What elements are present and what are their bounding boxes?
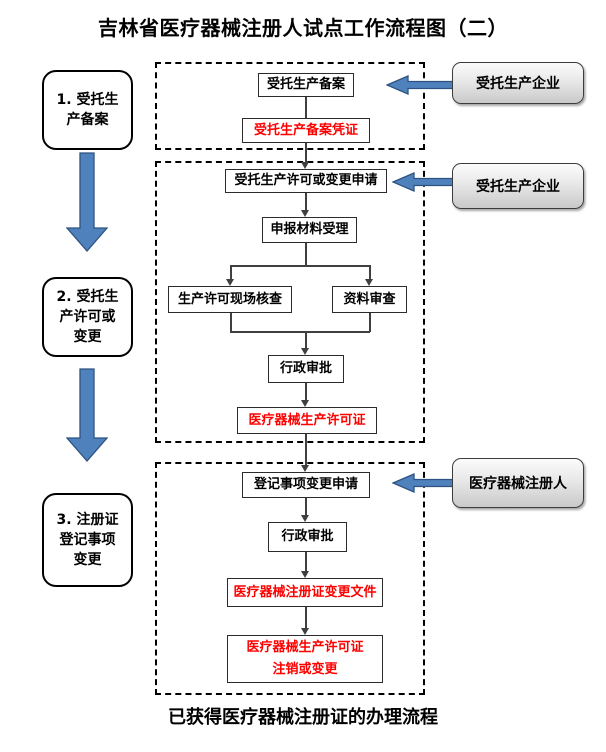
arrowhead-down-icon <box>301 465 309 472</box>
actor-label: 受托生产企业 <box>476 179 560 195</box>
stage-box-1-label: 1. 受托生 产备案 <box>56 91 119 128</box>
connector-line <box>305 383 307 400</box>
actor-box-device-registrant: 医疗器械注册人 <box>452 458 584 508</box>
connector-line <box>305 97 307 118</box>
actor-label: 医疗器械注册人 <box>469 476 567 492</box>
down-block-arrow-icon <box>66 368 108 462</box>
stage-box-3: 3. 注册证 登记事项 变更 <box>42 493 133 587</box>
arrowhead-down-icon <box>301 348 309 355</box>
node-administrative-approval-2: 行政审批 <box>268 522 347 552</box>
connector-line <box>305 498 307 515</box>
arrowhead-down-icon <box>301 571 309 578</box>
connector-line <box>369 265 371 279</box>
connector-line <box>230 265 370 267</box>
left-block-arrow-icon <box>392 473 454 493</box>
connector-line <box>230 331 370 333</box>
footer-caption: 已获得医疗器械注册证的办理流程 <box>168 707 438 728</box>
actor-box-entrusted-manufacturer-1: 受托生产企业 <box>452 62 584 104</box>
actor-box-entrusted-manufacturer-2: 受托生产企业 <box>452 163 584 209</box>
connector-line <box>305 434 307 465</box>
node-site-inspection: 生产许可现场核查 <box>168 286 292 313</box>
left-block-arrow-icon <box>392 172 454 192</box>
arrowhead-down-icon <box>226 279 234 286</box>
arrowhead-down-icon <box>301 400 309 407</box>
connector-line <box>305 552 307 571</box>
node-registration-change-document: 医疗器械注册证变更文件 <box>227 578 383 607</box>
stage-box-2: 2. 受托生 产许可或 变更 <box>42 277 133 357</box>
arrowhead-down-icon <box>301 210 309 217</box>
stage-box-3-label: 3. 注册证 登记事项 变更 <box>56 511 119 569</box>
stage-box-1: 1. 受托生 产备案 <box>42 70 133 150</box>
actor-label: 受托生产企业 <box>476 76 560 92</box>
connector-line <box>230 265 232 279</box>
connector-line <box>230 313 232 332</box>
section-3-dashed-frame <box>155 462 425 695</box>
connector-line <box>305 331 307 348</box>
down-block-arrow-icon <box>66 152 108 252</box>
arrowhead-down-icon <box>365 279 373 286</box>
node-material-acceptance: 申报材料受理 <box>262 217 357 243</box>
connector-line <box>305 143 307 162</box>
flowchart-title: 吉林省医疗器械注册人试点工作流程图（二） <box>98 16 508 40</box>
arrowhead-down-icon <box>301 628 309 635</box>
arrowhead-down-icon <box>301 162 309 169</box>
stage-box-2-label: 2. 受托生 产许可或 变更 <box>56 288 119 346</box>
node-administrative-approval-1: 行政审批 <box>268 355 344 383</box>
connector-line <box>369 313 371 332</box>
arrowhead-down-icon <box>301 515 309 522</box>
section-2-dashed-frame <box>155 161 425 443</box>
connector-line <box>305 193 307 210</box>
node-entrusted-production-filing: 受托生产备案 <box>258 73 354 97</box>
connector-line <box>305 607 307 628</box>
node-license-cancel-or-change: 医疗器械生产许可证 注销或变更 <box>227 635 383 683</box>
left-block-arrow-icon <box>386 75 454 95</box>
node-license-or-change-application: 受托生产许可或变更申请 <box>225 169 387 193</box>
node-registration-change-application: 登记事项变更申请 <box>242 472 370 498</box>
section-1-dashed-frame <box>155 62 425 150</box>
node-filing-certificate: 受托生产备案凭证 <box>242 118 370 143</box>
node-document-review: 资料审查 <box>332 286 407 313</box>
connector-line <box>305 243 307 265</box>
node-production-license: 医疗器械生产许可证 <box>237 407 377 434</box>
